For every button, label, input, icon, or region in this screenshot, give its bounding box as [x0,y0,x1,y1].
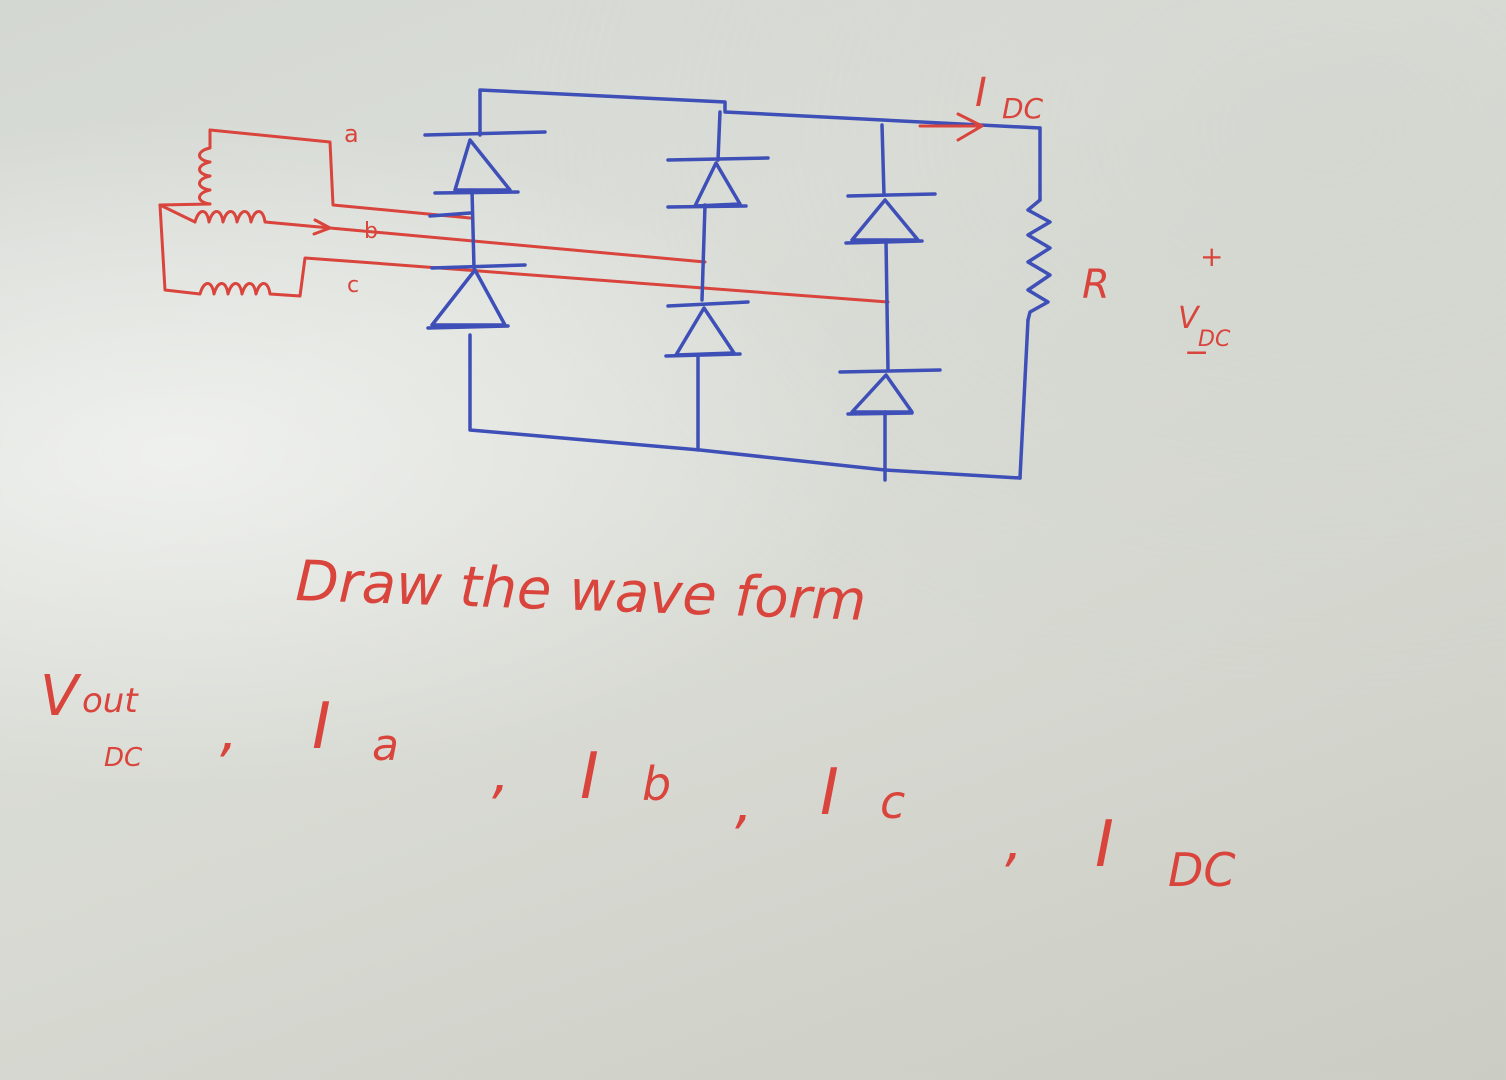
line-a [208,128,472,220]
arrow-b [312,218,332,236]
voltage-sub: DC [1198,327,1231,352]
thyristor-t5 [844,192,937,245]
item-idc-sub: DC [1168,843,1236,897]
label-c: c [347,273,359,298]
thyristor-t3 [666,156,770,209]
label-b: b [364,219,378,244]
item-idc: I [1095,808,1114,882]
item-ic: I [820,756,839,830]
voltage-label: V [1178,301,1201,336]
item-ic-sub: c [880,775,905,829]
thyristor-t1 [423,130,547,218]
thyristor-t6 [664,300,750,358]
voltage-plus: + [1200,240,1223,273]
idc-label: I [975,70,987,116]
winding-c [158,203,890,304]
thyristor-t2 [838,368,942,416]
output-voltage: + V DC − [1178,240,1231,370]
current-arrow: I DC [918,70,1044,142]
waveform-list: V out DC , I a , I b , I c , I DC [40,664,1236,897]
item-ia-sub: a [372,720,399,771]
winding-a [158,128,212,224]
idc-sub: DC [1002,92,1044,125]
item-ib-sub: b [642,757,671,811]
thyristor-t4 [426,263,527,330]
resistor [1026,198,1052,322]
bridge-wiring [468,88,1052,482]
line-b [328,226,707,264]
three-phase-source: a b c [158,120,890,304]
label-a: a [344,120,359,148]
voltage-minus: − [1184,335,1209,370]
sep-1: , [220,699,238,764]
item-ia: I [312,690,331,764]
sep-4: , [1005,809,1023,874]
item-vout-sup: out [82,681,139,721]
resistor-label: R [1082,262,1110,308]
item-vout-sub: DC [104,743,143,773]
winding-b [193,210,332,230]
sep-3: , [735,771,753,836]
item-ib: I [580,740,599,814]
sep-2: , [492,741,510,806]
item-vout: V [40,664,82,729]
task-heading: Draw the wave form [295,549,868,634]
